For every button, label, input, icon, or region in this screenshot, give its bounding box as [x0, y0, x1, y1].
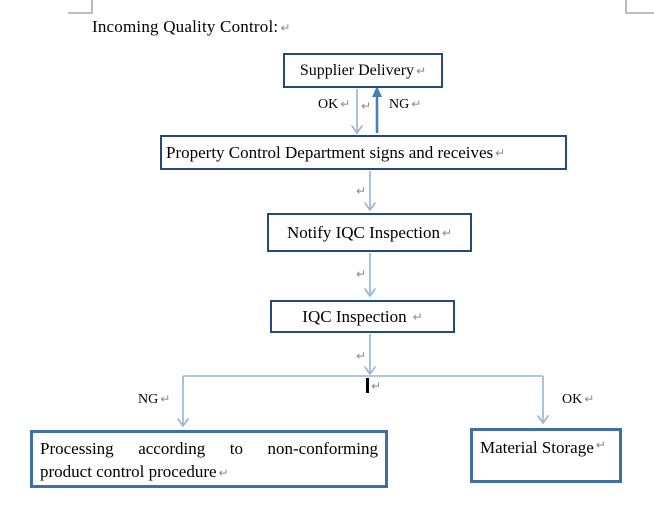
node-material-storage[interactable]: Material Storage↵	[470, 428, 622, 483]
arrow-branch-to-processing	[177, 376, 189, 428]
arrow-branch-to-storage	[537, 376, 549, 425]
margin-corner-left	[68, 0, 93, 14]
arrow-property-to-supplier	[372, 86, 382, 133]
node-iqc-inspection[interactable]: IQC Inspection ↵	[270, 300, 455, 333]
arrow-iqc-to-branch	[364, 334, 376, 376]
return-mark: ↵	[411, 97, 422, 111]
return-mark: ↵	[584, 392, 595, 406]
page-title: Incoming Quality Control:↵	[92, 17, 291, 37]
return-mark: ↵	[160, 392, 171, 406]
return-mark: ↵	[371, 379, 382, 393]
node-processing-line1: Processing according to non-conforming	[40, 439, 378, 458]
edge-label-ok-top: OK↵	[318, 97, 351, 112]
return-mark: ↵	[218, 466, 229, 481]
return-mark: ↵	[361, 99, 372, 113]
edge-label-ng-top: NG↵	[389, 97, 422, 112]
edge-label-ng-bottom: NG↵	[138, 392, 171, 407]
node-supplier-delivery[interactable]: Supplier Delivery↵	[283, 53, 443, 88]
text-cursor	[366, 378, 369, 393]
node-supplier-delivery-label: Supplier Delivery	[299, 61, 415, 79]
return-mark: ↵	[495, 145, 506, 160]
node-processing-nonconforming[interactable]: Processing according to non-conforming p…	[30, 430, 388, 488]
node-material-storage-label: Material Storage	[480, 438, 594, 457]
edge-label-ok-bottom: OK↵	[562, 392, 595, 407]
return-mark: ↵	[280, 21, 291, 35]
node-processing-line2: product control procedure↵	[40, 462, 229, 482]
node-notify-iqc-inspection-label: Notify IQC Inspection	[286, 222, 440, 242]
node-property-control-label: Property Control Department signs and re…	[166, 142, 494, 162]
node-notify-iqc-inspection[interactable]: Notify IQC Inspection↵	[267, 213, 472, 252]
return-mark: ↵	[356, 267, 367, 281]
return-mark: ↵	[441, 225, 453, 240]
return-mark: ↵	[595, 438, 606, 452]
return-mark: ↵	[356, 184, 367, 198]
return-mark: ↵	[416, 63, 427, 78]
arrow-notify-to-iqc	[364, 253, 376, 298]
return-mark: ↵	[356, 349, 367, 363]
margin-corner-right	[625, 0, 654, 14]
arrow-property-to-notify	[364, 171, 376, 212]
node-property-control[interactable]: Property Control Department signs and re…	[160, 135, 567, 170]
return-mark: ↵	[340, 97, 351, 111]
page-title-text: Incoming Quality Control:	[92, 17, 279, 36]
node-iqc-inspection-label: IQC Inspection	[302, 306, 407, 326]
return-mark: ↵	[412, 309, 423, 324]
